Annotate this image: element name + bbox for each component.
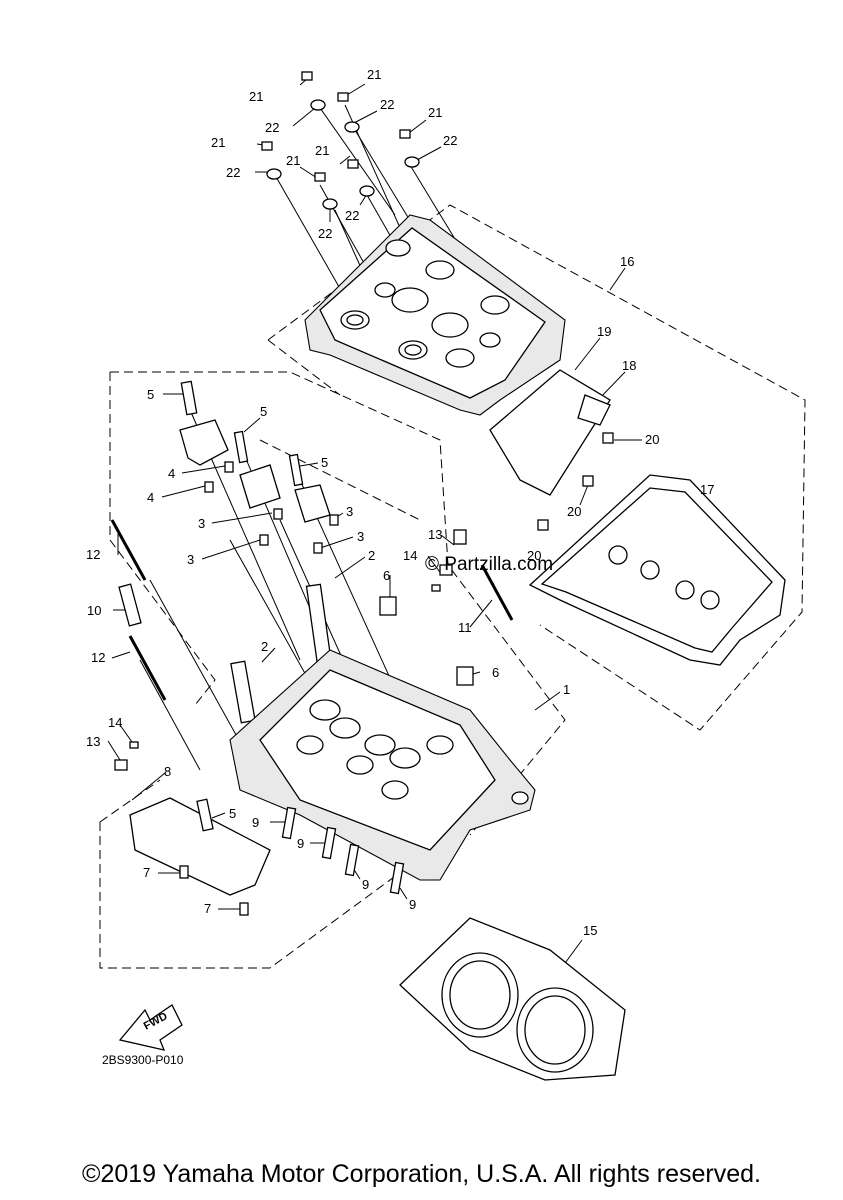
cylinder-head <box>229 649 536 881</box>
group-outline-camshaft <box>109 371 566 836</box>
callout-5d: 5 <box>229 806 236 821</box>
diagram-code: 2BS9300-P010 <box>102 1053 184 1067</box>
callout-5c: 5 <box>321 455 328 470</box>
callout-22c: 22 <box>443 133 457 148</box>
callout-4a: 4 <box>168 466 175 481</box>
callout-18: 18 <box>622 358 636 373</box>
callout-2a: 2 <box>368 548 375 563</box>
callout-15: 15 <box>583 923 597 938</box>
bushes-6 <box>379 596 474 686</box>
callout-22f: 22 <box>345 208 359 223</box>
group-outline-head <box>99 779 421 969</box>
callout-3b: 3 <box>346 504 353 519</box>
valve-cover <box>304 214 566 416</box>
callout-22e: 22 <box>318 226 332 241</box>
callout-12a: 12 <box>86 547 100 562</box>
callout-9c: 9 <box>362 877 369 892</box>
callout-11: 11 <box>458 620 472 635</box>
callout-6a: 6 <box>383 568 390 583</box>
callout-22d: 22 <box>226 165 240 180</box>
bolts-20 <box>537 432 614 531</box>
callout-20a: 20 <box>645 432 659 447</box>
callout-19: 19 <box>597 324 611 339</box>
callout-22b: 22 <box>380 97 394 112</box>
dowel-pins <box>204 461 339 554</box>
callout-14b: 14 <box>108 715 122 730</box>
callout-10: 10 <box>87 603 101 618</box>
fwd-arrow-icon: FWD <box>118 1004 183 1051</box>
watermark: © Partzilla.com <box>425 554 553 575</box>
studs-and-plug <box>110 519 514 701</box>
callout-5b: 5 <box>260 404 267 419</box>
callout-20c: 20 <box>527 548 541 563</box>
camshaft-caps <box>179 380 331 523</box>
callout-5a: 5 <box>147 387 154 402</box>
callout-8: 8 <box>164 764 171 779</box>
callout-21f: 21 <box>315 143 329 158</box>
callout-21d: 21 <box>211 135 225 150</box>
callout-21b: 21 <box>367 67 381 82</box>
callout-7a: 7 <box>143 865 150 880</box>
callout-21e: 21 <box>286 153 300 168</box>
exploded-parts-diagram: FWD 21 21 21 21 21 21 22 22 22 22 22 22 … <box>86 67 806 1081</box>
studs-9 <box>281 806 405 895</box>
cover-gasket <box>528 474 786 666</box>
callout-12b: 12 <box>91 650 105 665</box>
callout-2b: 2 <box>261 639 268 654</box>
callout-3c: 3 <box>187 552 194 567</box>
callout-20b: 20 <box>567 504 581 519</box>
callout-9d: 9 <box>409 897 416 912</box>
callout-13a: 13 <box>428 527 442 542</box>
breather-plate <box>489 369 611 496</box>
callout-17: 17 <box>700 482 714 497</box>
callout-labels: 21 21 21 21 21 21 22 22 22 22 22 22 16 1… <box>86 67 714 938</box>
callout-16: 16 <box>620 254 634 269</box>
callout-3a: 3 <box>198 516 205 531</box>
bolts-21 <box>261 71 411 182</box>
callout-21a: 21 <box>249 89 263 104</box>
callout-1: 1 <box>563 682 570 697</box>
callout-21c: 21 <box>428 105 442 120</box>
callout-22a: 22 <box>265 120 279 135</box>
washers-22 <box>266 99 420 210</box>
intake-bracket <box>129 797 271 916</box>
callout-3d: 3 <box>357 529 364 544</box>
callout-9a: 9 <box>252 815 259 830</box>
copyright-footer: ©2019 Yamaha Motor Corporation, U.S.A. A… <box>82 1160 761 1188</box>
head-gasket <box>399 917 626 1081</box>
callout-4b: 4 <box>147 490 154 505</box>
bolts-13-14 <box>114 564 453 771</box>
callout-14a: 14 <box>403 548 417 563</box>
callout-13b: 13 <box>86 734 100 749</box>
callout-6b: 6 <box>492 665 499 680</box>
callout-7b: 7 <box>204 901 211 916</box>
callout-9b: 9 <box>297 836 304 851</box>
